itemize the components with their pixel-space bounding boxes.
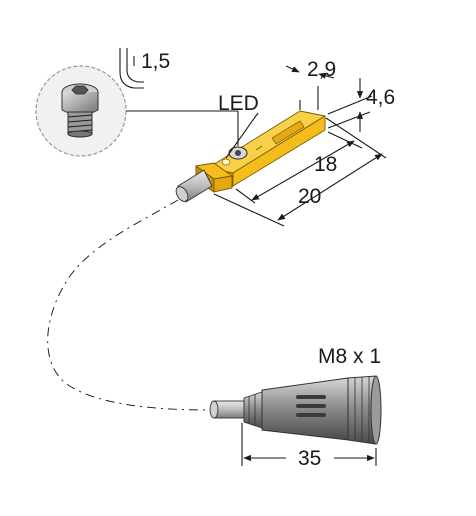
length-20-label: 20 — [298, 185, 321, 208]
width-dimension — [285, 65, 335, 110]
connector-length-label: 35 — [298, 447, 321, 470]
hex-key-size-label: 1,5 — [141, 50, 170, 73]
connector-length-dimension — [241, 423, 377, 466]
height-dimension — [327, 78, 373, 132]
sensor-body — [194, 110, 327, 193]
length-20-dimension — [213, 117, 387, 227]
mounting-screw-icon — [228, 146, 248, 160]
hex-key-icon — [119, 48, 144, 89]
set-screw-icon — [61, 83, 99, 138]
m8-connector-icon — [209, 375, 382, 445]
cable-line — [47, 199, 211, 411]
width-label: 2,9 — [307, 58, 336, 81]
length-18-label: 18 — [314, 153, 337, 176]
led-leader — [225, 112, 259, 159]
led-label: LED — [218, 92, 259, 115]
led-indicator — [221, 158, 231, 166]
cable-segment-top — [175, 169, 213, 203]
height-label: 4,6 — [366, 86, 395, 109]
thread-label: M8 x 1 — [318, 345, 381, 368]
